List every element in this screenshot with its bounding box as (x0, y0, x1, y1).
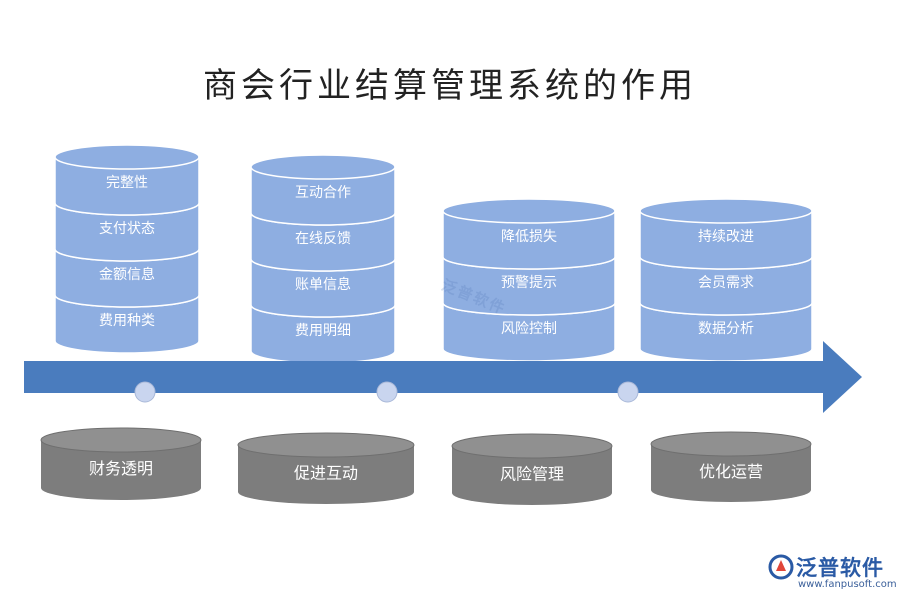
base-body (41, 440, 201, 500)
base-top (451, 433, 613, 459)
stack-item-label: 在线反馈 (295, 231, 351, 247)
base-label: 促进互动 (294, 464, 358, 483)
base-label: 风险管理 (500, 465, 564, 484)
timeline-dot (376, 381, 398, 403)
base-body (452, 446, 612, 505)
category-base: 风险管理 (451, 433, 613, 505)
base-top (40, 427, 202, 453)
cylinder-body (54, 202, 200, 262)
logo-url: www.fanpusoft.com (798, 579, 897, 590)
cylinder-top (250, 154, 396, 180)
stack-item-label: 完整性 (106, 175, 148, 191)
stack-item-label: 持续改进 (698, 228, 754, 245)
stack-item-label: 风险控制 (501, 321, 557, 337)
timeline-arrow (24, 341, 862, 413)
cylinder-top (442, 198, 616, 224)
stack-item-label: 费用明细 (295, 323, 351, 339)
timeline-dot (134, 381, 156, 403)
cylinder-segment: 降低损失 (442, 198, 616, 270)
category-base: 优化运营 (650, 431, 812, 502)
stack-item-label: 降低损失 (501, 229, 557, 245)
logo-name: 泛普软件 (796, 556, 884, 580)
cylinder-top (639, 198, 813, 224)
cylinder-stack: 费用明细 账单信息 在线反馈 互动合作 (250, 154, 396, 364)
cylinder-body (639, 302, 813, 362)
base-top (237, 432, 415, 458)
stack-item-label: 账单信息 (295, 276, 351, 293)
base-top (650, 431, 812, 457)
cylinder-body (250, 212, 396, 272)
cylinder-stack: 数据分析 会员需求 持续改进 (639, 198, 813, 362)
cylinder-body (442, 302, 616, 362)
cylinder-segment: 完整性 (54, 144, 200, 216)
cylinder-stack: 费用种类 金额信息 支付状态 完整性 (54, 144, 200, 354)
base-label: 财务透明 (89, 459, 153, 478)
cylinder-body (54, 294, 200, 354)
base-label: 优化运营 (699, 462, 763, 481)
timeline-arrow-layer (24, 341, 862, 413)
cylinder-body (250, 258, 396, 318)
stack-item-label: 金额信息 (99, 266, 155, 283)
cylinder-body (442, 210, 616, 270)
stack-item-label: 会员需求 (698, 275, 754, 291)
stack-item-label: 费用种类 (99, 313, 155, 329)
cylinder-segment: 持续改进 (639, 198, 813, 270)
cylinder-segment: 互动合作 (250, 154, 396, 226)
category-base: 促进互动 (237, 432, 415, 504)
stack-item-label: 互动合作 (295, 185, 351, 201)
category-bases: 财务透明 促进互动 风险管理 优化运营 (40, 427, 812, 505)
category-base: 财务透明 (40, 427, 202, 500)
cylinder-body (639, 210, 813, 270)
fanpu-logo-icon (768, 554, 794, 580)
cylinder-body (250, 166, 396, 226)
base-body (651, 444, 811, 502)
cylinder-top (54, 144, 200, 170)
stack-item-label: 预警提示 (501, 275, 557, 291)
stack-item-label: 数据分析 (698, 321, 754, 337)
cylinder-body (54, 248, 200, 308)
cylinder-stack: 风险控制 预警提示 降低损失 (442, 198, 616, 362)
page-title: 商会行业结算管理系统的作用 (203, 66, 697, 106)
cylinder-body (442, 256, 616, 316)
cylinder-body (54, 156, 200, 216)
brand-logo: 泛普软件 www.fanpusoft.com (768, 552, 897, 596)
stack-item-label: 支付状态 (99, 221, 155, 237)
base-body (238, 445, 414, 504)
timeline-dot (617, 381, 639, 403)
cylinder-body (639, 256, 813, 316)
